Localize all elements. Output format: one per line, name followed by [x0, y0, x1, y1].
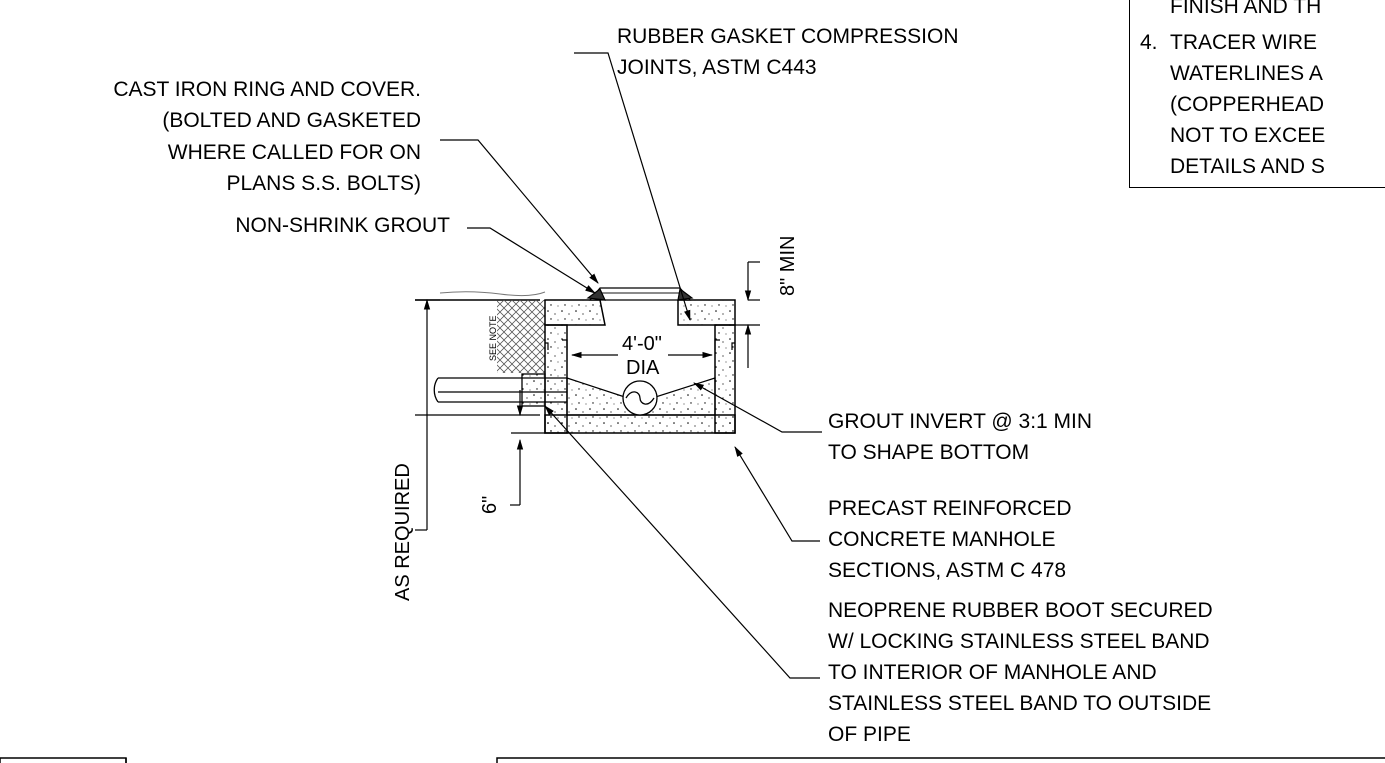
leader-lines — [440, 52, 822, 679]
note-number: 4. — [1140, 31, 1158, 54]
base-thickness-label: 6" — [479, 495, 501, 514]
callout-grout-invert-line1: GROUT INVERT @ 3:1 MIN — [828, 410, 1093, 433]
callout-neoprene-line5: OF PIPE — [828, 723, 911, 746]
min-cover-label: 8" MIN — [777, 235, 799, 296]
callout-neoprene-line3: TO INTERIOR OF MANHOLE AND — [828, 661, 1157, 684]
note-line-finish: FINISH AND TH — [1170, 0, 1322, 18]
flow-channel-symbol — [622, 380, 658, 416]
note-line: NOT TO EXCEE — [1170, 124, 1326, 147]
ground-line — [415, 291, 546, 301]
callout-rubber-gasket-line2: JOINTS, ASTM C443 — [617, 56, 817, 79]
gasket-joints — [545, 339, 735, 350]
diameter-label: 4'-0" — [622, 333, 662, 355]
backfill-hatch — [497, 300, 545, 373]
callout-cast-iron-line3: WHERE CALLED FOR ON — [167, 141, 421, 164]
depth-dimension — [415, 298, 540, 531]
callout-cast-iron-line4: PLANS S.S. BOLTS) — [226, 172, 421, 195]
sheet-borders — [0, 757, 1385, 763]
callout-precast-line1: PRECAST REINFORCED — [828, 497, 1072, 520]
base-dimension — [510, 390, 545, 506]
ring-and-cover — [586, 287, 694, 301]
callout-cast-iron-line1: CAST IRON RING AND COVER. — [113, 78, 421, 101]
callout-cast-iron-line2: (BOLTED AND GASKETED — [162, 109, 421, 132]
callout-non-shrink-grout: NON-SHRINK GROUT — [235, 214, 450, 237]
depth-label: AS REQUIRED — [392, 463, 414, 601]
inlet-pipe — [433, 373, 567, 407]
callout-grout-invert-line2: TO SHAPE BOTTOM — [828, 441, 1030, 464]
note-line: WATERLINES A — [1170, 62, 1323, 85]
callout-neoprene-line2: W/ LOCKING STAINLESS STEEL BAND — [828, 630, 1210, 653]
callout-precast-line3: SECTIONS, ASTM C 478 — [828, 559, 1067, 582]
see-note-label: SEE NOTE — [488, 315, 498, 361]
general-notes-box: FINISH AND TH 4. TRACER WIRE WATERLINES … — [1129, 0, 1385, 188]
callout-rubber-gasket-line1: RUBBER GASKET COMPRESSION — [617, 25, 959, 48]
callout-neoprene-line1: NEOPRENE RUBBER BOOT SECURED — [828, 599, 1213, 622]
note-line: TRACER WIRE — [1170, 31, 1317, 54]
callout-precast-line2: CONCRETE MANHOLE — [828, 528, 1056, 551]
callout-neoprene-line4: STAINLESS STEEL BAND TO OUTSIDE — [828, 692, 1212, 715]
diameter-sub-label: DIA — [626, 357, 660, 379]
note-line: (COPPERHEAD — [1170, 93, 1325, 116]
note-line: DETAILS AND S — [1170, 155, 1325, 178]
min-cover-dimension — [735, 261, 760, 368]
